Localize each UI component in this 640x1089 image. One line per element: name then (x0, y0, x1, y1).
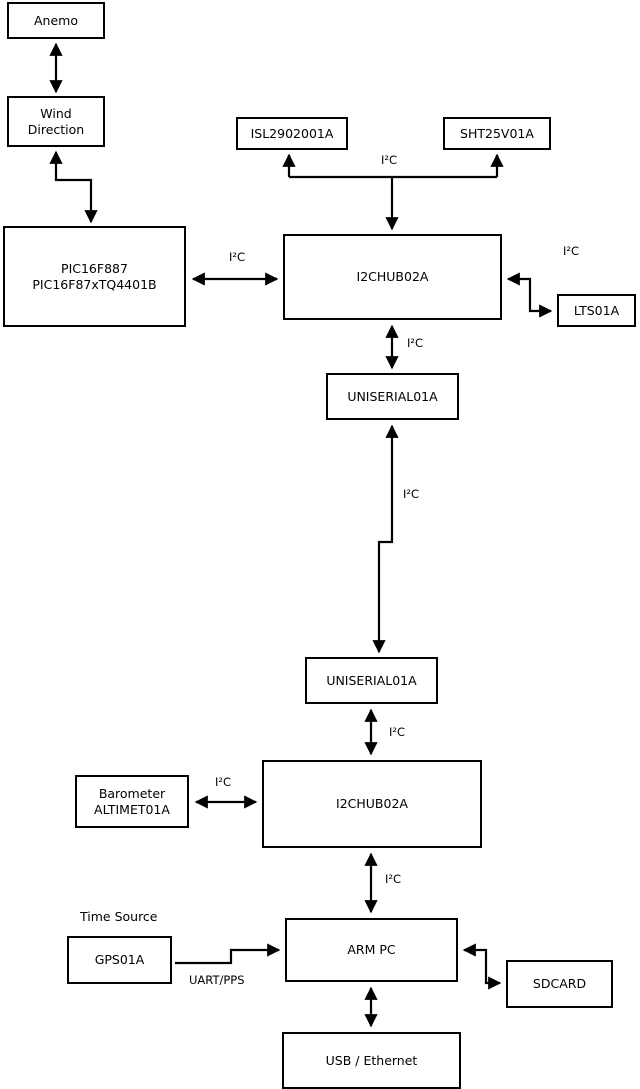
node-uniserial01a-lower[interactable]: UNISERIAL01A (305, 657, 438, 704)
edge-label-i2c-barometer-hub: I²C (215, 775, 232, 789)
node-i2chub02a-bottom[interactable]: I2CHUB02A (262, 760, 482, 848)
edge-label-i2c-uniserial-hub-bottom: I²C (389, 725, 406, 739)
label-time-source: Time Source (80, 909, 158, 924)
edge-label-i2c-hub-arm-pc: I²C (385, 872, 402, 886)
node-lts01a[interactable]: LTS01A (557, 294, 636, 327)
node-barometer-altimet01a[interactable]: Barometer ALTIMET01A (75, 775, 189, 828)
node-i2chub02a-top[interactable]: I2CHUB02A (283, 234, 502, 320)
node-uniserial01a-lower-label: UNISERIAL01A (326, 672, 417, 688)
edge-label-i2c-uniserial-link: I²C (403, 487, 420, 501)
node-uniserial01a-upper-label: UNISERIAL01A (347, 388, 438, 404)
node-pic-microcontroller-label: PIC16F887 PIC16F87xTQ4401B (32, 260, 157, 292)
edge-label-i2c-pic-hub: I²C (229, 250, 246, 264)
node-sht25v01a-label: SHT25V01A (460, 125, 534, 141)
edge-wind-pic (49, 150, 98, 224)
node-pic-microcontroller[interactable]: PIC16F887 PIC16F87xTQ4401B (3, 226, 186, 327)
node-i2chub02a-top-label: I2CHUB02A (356, 269, 429, 285)
node-anemo[interactable]: Anemo (7, 2, 105, 39)
node-wind-direction[interactable]: Wind Direction (7, 96, 105, 147)
edge-label-uart-pps: UART/PPS (189, 973, 245, 987)
node-arm-pc-label: ARM PC (347, 942, 396, 958)
node-wind-direction-label: Wind Direction (27, 105, 85, 137)
edge-hub-lts (506, 272, 553, 318)
edge-uniserial-link (372, 424, 399, 654)
node-anemo-label: Anemo (34, 12, 78, 28)
edge-label-i2c-hub-lts: I²C (563, 244, 580, 258)
node-arm-pc[interactable]: ARM PC (285, 918, 458, 982)
node-sht25v01a[interactable]: SHT25V01A (443, 117, 551, 150)
node-usb-ethernet-label: USB / Ethernet (325, 1052, 418, 1068)
node-barometer-altimet01a-label: Barometer ALTIMET01A (94, 785, 170, 817)
node-sdcard[interactable]: SDCARD (506, 960, 613, 1008)
node-sdcard-label: SDCARD (532, 976, 587, 992)
node-gps01a-label: GPS01A (94, 952, 145, 968)
node-i2chub02a-bottom-label: I2CHUB02A (336, 796, 408, 812)
edge-gps-arm (175, 943, 281, 965)
edge-label-i2c-hub-uniserial-upper: I²C (407, 336, 424, 350)
edge-arm-sdcard (462, 943, 502, 990)
node-lts01a-label: LTS01A (573, 302, 620, 318)
edge-label-i2c-top-bus: I²C (381, 153, 398, 167)
node-isl2902001a[interactable]: ISL2902001A (236, 117, 348, 150)
node-usb-ethernet[interactable]: USB / Ethernet (282, 1032, 461, 1089)
node-gps01a[interactable]: GPS01A (67, 936, 172, 984)
node-isl2902001a-label: ISL2902001A (250, 125, 334, 141)
node-uniserial01a-upper[interactable]: UNISERIAL01A (326, 373, 459, 420)
